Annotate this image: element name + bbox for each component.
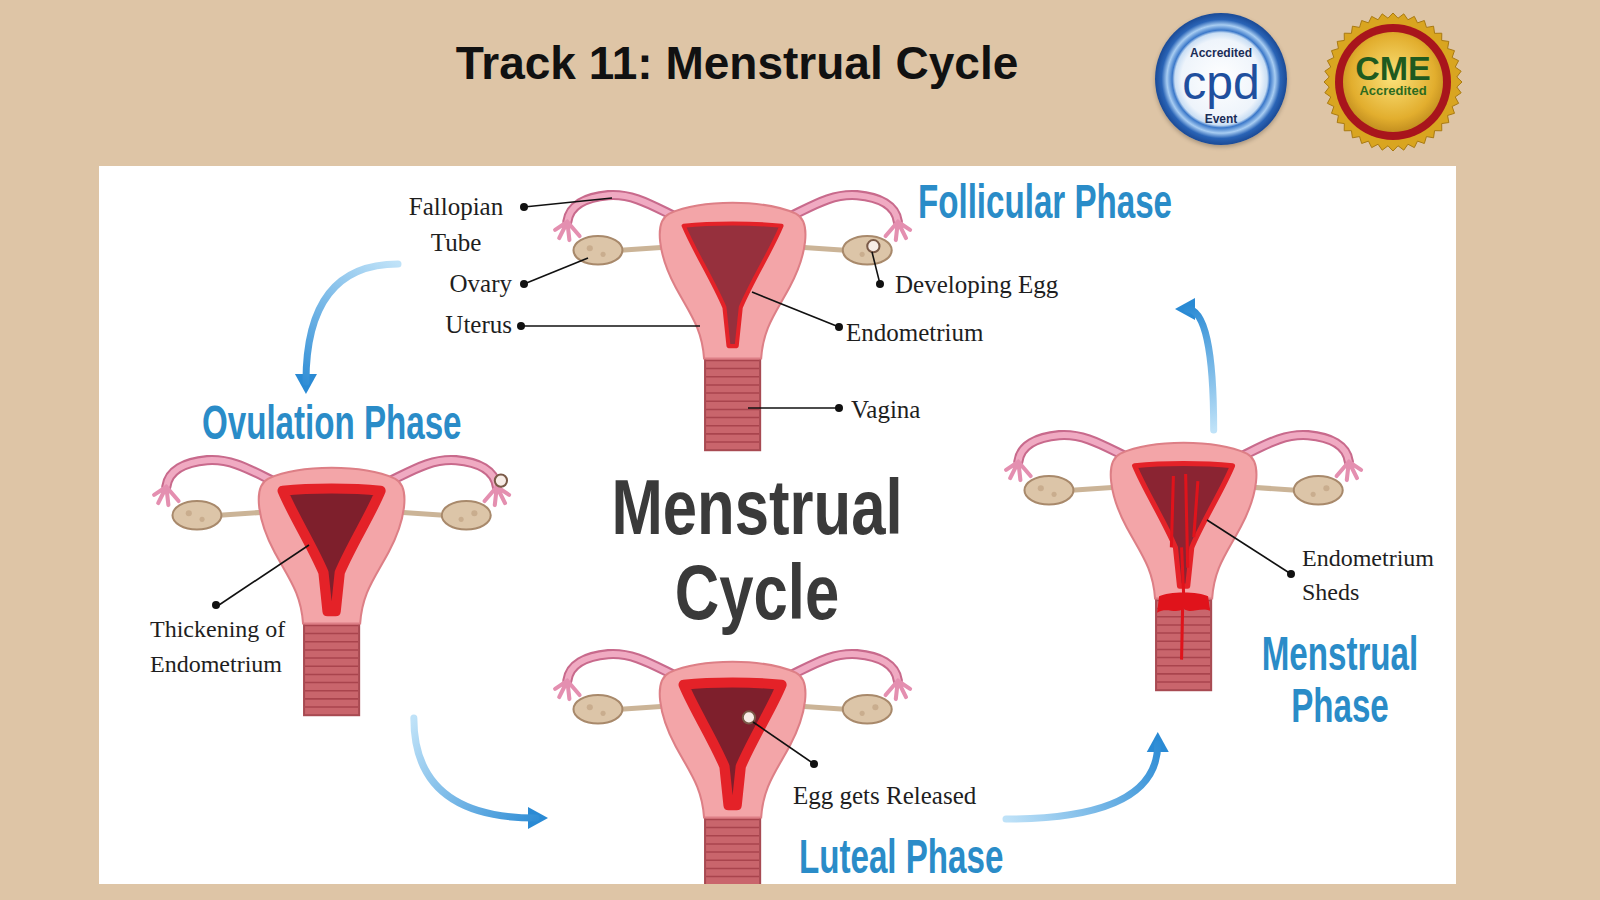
leader-dots xyxy=(212,203,1295,768)
endometrium xyxy=(684,683,782,806)
endometrium xyxy=(684,224,782,347)
egg xyxy=(495,474,507,486)
part-label: Thickening of Endometrium xyxy=(150,612,310,682)
badge-text: Event xyxy=(1155,112,1287,126)
phase-region: Luteal Phase xyxy=(548,652,1006,884)
part-label: Endometrium Sheds xyxy=(1302,541,1452,609)
badge-text: Accredited xyxy=(1323,83,1463,99)
phase-heading: Menstrual Phase xyxy=(1254,628,1427,732)
arrow-line xyxy=(306,264,398,382)
phase-heading: Follicular Phase xyxy=(918,176,1172,228)
leader-dot xyxy=(810,760,818,768)
figures xyxy=(154,195,1361,884)
page-title: Track 11: Menstrual Cycle xyxy=(337,36,1137,90)
part-label: Endometrium xyxy=(846,318,983,348)
arrow-line xyxy=(1187,309,1214,430)
arrow-line xyxy=(1006,744,1158,819)
phase-heading: Luteal Phase xyxy=(799,831,1003,883)
leader-dot xyxy=(212,601,220,609)
badge-text: cpd xyxy=(1155,59,1287,107)
leader-dot xyxy=(520,280,528,288)
blood-drip xyxy=(1182,609,1183,660)
endometrium xyxy=(283,489,381,612)
leader-dot xyxy=(1287,570,1295,578)
leader-line xyxy=(752,292,839,327)
part-label: Developing Egg xyxy=(895,270,1058,300)
leader-dot xyxy=(876,280,884,288)
phase-region: Follicular Phase xyxy=(398,172,1175,393)
part-label: Ovary xyxy=(430,269,512,299)
leader-dot xyxy=(835,323,843,331)
part-label: Fallopian Tube xyxy=(400,189,512,261)
part-label: Egg gets Released xyxy=(793,781,1008,811)
cycle-arrow xyxy=(1006,732,1169,819)
leader-line xyxy=(748,407,839,409)
egg xyxy=(867,240,879,252)
seal-edge xyxy=(1324,13,1462,151)
leader-line xyxy=(521,325,700,327)
phase-region: Menstrual Phase xyxy=(990,430,1456,732)
badge-text: CME xyxy=(1323,50,1463,86)
center-title: Menstrual Cycle xyxy=(591,465,923,635)
leader-line xyxy=(872,252,880,284)
cycle-arrow xyxy=(414,718,548,829)
phase-heading: Ovulation Phase xyxy=(202,397,462,449)
leader-line xyxy=(216,545,309,607)
leader-lines xyxy=(216,198,1291,764)
leader-dot xyxy=(520,203,528,211)
leader-line xyxy=(753,722,814,764)
leader-line xyxy=(1207,520,1291,574)
cycle-arrow xyxy=(1175,298,1214,430)
cme-badge: CMEAccredited xyxy=(1323,12,1463,152)
leader-dot xyxy=(835,404,843,412)
white-panel xyxy=(99,166,1456,884)
cpd-badge: AccreditedcpdEvent xyxy=(1155,13,1287,145)
cycle-arrow xyxy=(295,264,398,394)
part-label: Uterus xyxy=(420,310,512,340)
leader-line xyxy=(524,198,612,207)
arrow-line xyxy=(414,718,536,818)
blood-streak xyxy=(1171,474,1198,593)
part-label: Vagina xyxy=(851,395,920,425)
leader-dot xyxy=(517,322,525,330)
leader-line xyxy=(524,258,588,284)
